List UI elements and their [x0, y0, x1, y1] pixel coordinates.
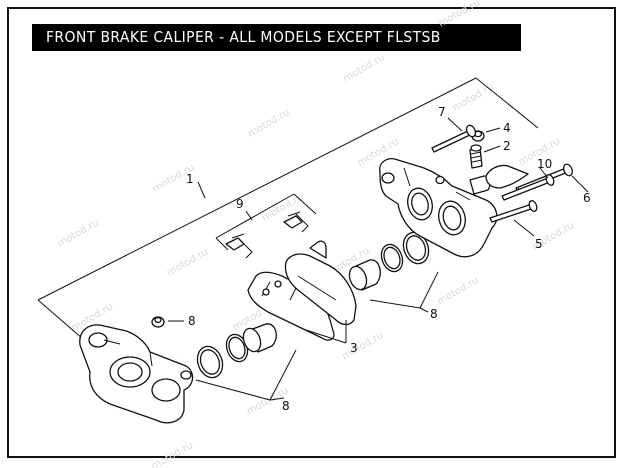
caliper-half-outer — [79, 324, 194, 424]
callout-6: 6 — [583, 191, 591, 205]
pad-spring — [485, 164, 529, 189]
watermark: motod.ru — [150, 440, 195, 468]
callout-2: 2 — [503, 139, 511, 153]
caliper-half-inner — [379, 158, 498, 258]
watermark: motod.ru — [165, 246, 210, 278]
bleeder-screw — [469, 144, 483, 169]
callout-1: 1 — [186, 172, 194, 186]
diagram-title: FRONT BRAKE CALIPER - ALL MODELS EXCEPT … — [32, 24, 521, 51]
mounting-bolt-5 — [489, 200, 538, 223]
callout-4: 4 — [503, 121, 511, 135]
watermark: motod.ru — [451, 81, 496, 113]
callout-3: 3 — [350, 341, 358, 355]
callout-8-top: 8 — [188, 314, 196, 328]
watermark: motod.ru — [246, 107, 291, 139]
seals-and-piston-right — [348, 231, 430, 291]
watermark: motod.ru — [56, 217, 101, 249]
watermark: motod.ru — [437, 0, 482, 30]
watermark: motod.ru — [436, 275, 481, 307]
seals-and-piston-left — [196, 323, 277, 379]
brake-pad-back — [247, 271, 335, 341]
callout-8-right: 8 — [430, 307, 438, 321]
callout-8-right-bracket — [369, 271, 439, 313]
bleeder-cap — [151, 316, 165, 328]
callout-8-bottom: 8 — [282, 399, 290, 413]
callout-9-bracket — [215, 193, 317, 251]
pad-retainer-clips — [225, 211, 309, 259]
watermark: motod.ru — [342, 52, 387, 84]
callout-3-bracket — [305, 320, 347, 344]
callout-8-bottom-bracket — [195, 349, 297, 401]
bleeder-cap-top — [471, 130, 485, 142]
callout-9: 9 — [236, 197, 244, 211]
mounting-bolt-7 — [431, 124, 477, 153]
callout-5: 5 — [535, 237, 543, 251]
brake-pad-front — [284, 240, 357, 326]
watermark: motod.ru — [340, 330, 385, 362]
callout-7: 7 — [438, 105, 446, 119]
callout-10: 10 — [537, 157, 552, 171]
